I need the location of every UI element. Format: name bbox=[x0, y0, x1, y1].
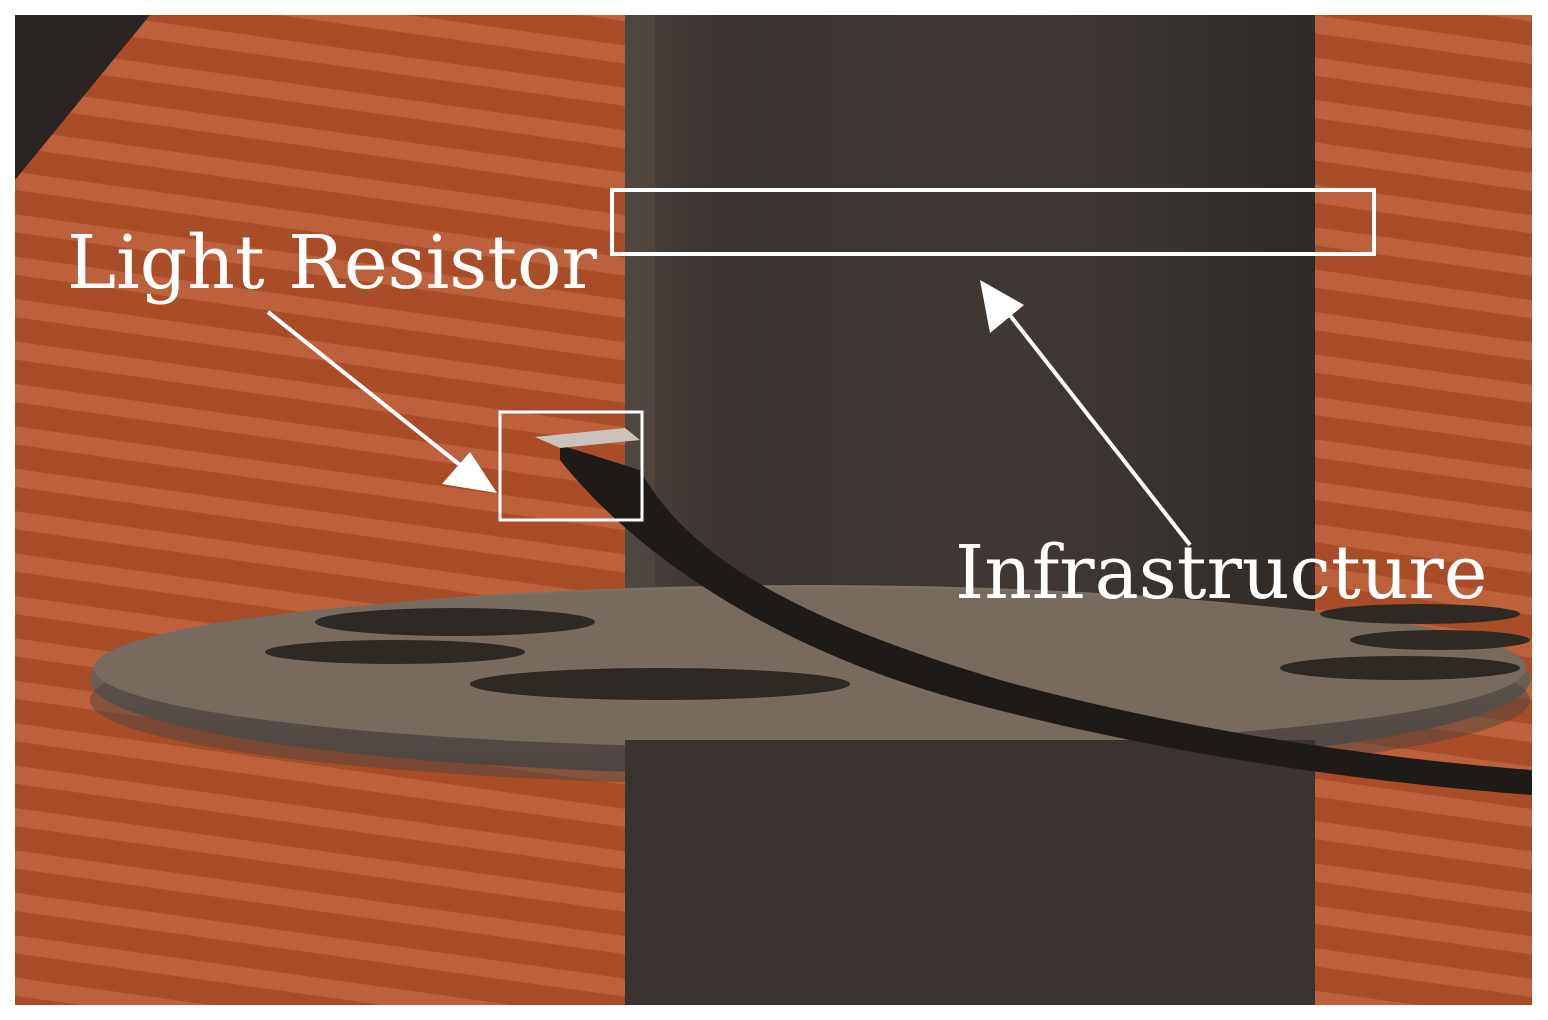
light-resistor-label: Light Resistor bbox=[67, 220, 598, 306]
sensor-cable bbox=[535, 428, 1532, 795]
infrastructure-highlight-box bbox=[610, 188, 1376, 256]
pillar-lower bbox=[625, 740, 1315, 1005]
infrastructure-label: Infrastructure bbox=[955, 530, 1488, 616]
light-resistor-highlight-box bbox=[498, 410, 644, 522]
infrastructure-arrow bbox=[980, 280, 1192, 547]
light-resistor-arrow bbox=[266, 310, 497, 493]
